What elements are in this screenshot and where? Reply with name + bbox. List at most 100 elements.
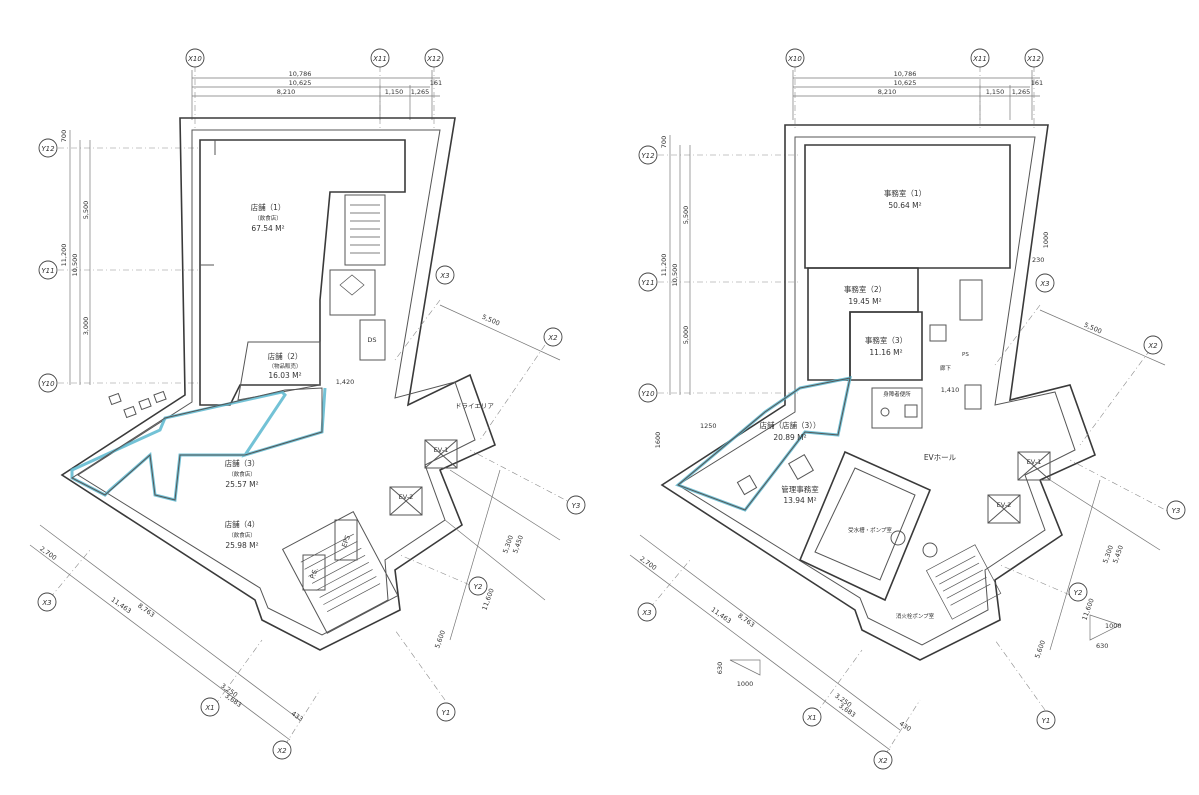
axis-label-y10: Y10	[41, 380, 55, 388]
mgr-office-area: 13.94 M²	[783, 496, 816, 505]
store-4-area: 25.98 M²	[225, 541, 258, 550]
r-axis-label-x11: X11	[972, 55, 987, 63]
r-dim-offset: 161	[1031, 79, 1043, 87]
office-2-name: 事務室（2）	[844, 284, 886, 294]
r-dim-inner-width: 10,625	[894, 79, 917, 87]
axis-label-y12: Y12	[41, 145, 55, 153]
mgr-office-name: 管理事務室	[781, 484, 819, 494]
r-dim-right-total: 11,600	[1080, 597, 1095, 621]
ev-hall-label: EVホール	[924, 453, 957, 462]
axis-bubble-x11	[370, 48, 390, 68]
r-dim-right-c: 1000	[1105, 622, 1122, 630]
r-dim-bottom-b: 3,683	[837, 702, 857, 719]
axis-label-x1b: X2	[276, 747, 287, 755]
ps-label: PS	[962, 352, 969, 358]
office-2-area: 19.45 M²	[848, 297, 881, 306]
r-axis-label-x2: X2	[1147, 342, 1158, 350]
store-3-area: 25.57 M²	[225, 480, 258, 489]
office-3-outline	[849, 311, 923, 381]
r-axis-bubble-y2	[1068, 582, 1088, 602]
left-pit-dim: 1,420	[336, 378, 355, 386]
right-top-dimensions: 10,786 10,625 8,210 1,150 1,265 161	[792, 70, 1043, 120]
axis-label-x3: X3	[439, 272, 449, 280]
r-dim-bottom-d: 630	[716, 662, 724, 674]
right-ev2-label: EV-2	[997, 501, 1012, 509]
dim-bottom-edge: 2,700	[38, 545, 58, 562]
store-1-outline	[199, 139, 406, 406]
dim-bay-1: 8,210	[277, 88, 296, 96]
right-diagonal-dimensions: 5,500 1000 230 5,300 5,450 11,600 5,600 …	[629, 232, 1166, 751]
axis-bubble-y2	[468, 576, 488, 596]
store-s3-highlight	[675, 376, 852, 512]
dim-left-offset: 700	[60, 130, 68, 142]
dim-left-total: 11,200	[60, 244, 68, 267]
dim-bottom-b: 3,683	[223, 692, 243, 709]
dim-left-upper: 5,500	[82, 201, 90, 220]
r-dim-left-upper: 5,500	[682, 206, 690, 225]
r-axis-label-y1: Y1	[1042, 717, 1051, 725]
r-axis-bubble-x10	[785, 48, 805, 68]
r-axis-bubble-y1	[1036, 710, 1056, 730]
r-axis-bubble-x2	[1143, 335, 1163, 355]
r-axis-bubble-x11	[970, 48, 990, 68]
axis-bubble-y1	[436, 702, 456, 722]
store-4-name: 店舗（4）	[225, 519, 260, 529]
r-axis-bubble-x0	[637, 602, 657, 622]
store-2-area: 16.03 M²	[268, 371, 301, 380]
r-axis-bubble-x3	[1035, 273, 1055, 293]
r-axis-label-y2: Y2	[1074, 589, 1083, 597]
r-axis-bubble-x1b	[873, 750, 893, 770]
office-1-outline	[804, 144, 1011, 269]
toilet-outline	[871, 387, 923, 429]
axis-bubble-y3	[566, 495, 586, 515]
r-axis-bubble-y11	[638, 272, 658, 292]
dim-offset: 161	[430, 79, 442, 87]
r-dim-left-a: 1600	[654, 432, 662, 449]
dim-left-inner: 10,500	[71, 254, 79, 277]
r-axis-label-y3: Y3	[1172, 507, 1181, 515]
dim-bottom-c: 433	[290, 710, 305, 724]
store-1-name: 店舗（1）	[251, 202, 286, 212]
r-axis-label-x3: X3	[1039, 280, 1049, 288]
axis-label-x11: X11	[372, 55, 387, 63]
r-dim-right-d: 630	[1096, 642, 1108, 650]
left-ev1-label: EV-1	[434, 446, 449, 454]
dim-left-lower: 3,000	[82, 317, 90, 336]
axis-label-y1: Y1	[442, 709, 451, 717]
hall-label: 廊下	[940, 364, 952, 372]
store-s3-area: 20.89 M²	[773, 433, 806, 442]
r-dim-left-total: 11,200	[660, 254, 668, 277]
r-axis-label-x10: X10	[787, 55, 802, 63]
right-outer-wall	[660, 124, 1097, 661]
store-1-use: （飲食店）	[254, 214, 282, 222]
axis-label-x2: X2	[547, 334, 558, 342]
left-dry-area-label: ドライエリア	[455, 402, 494, 410]
r-axis-bubble-y12	[638, 145, 658, 165]
r-dim-bottom-total: 11,463	[710, 606, 733, 626]
right-inner-wall	[677, 136, 1076, 646]
r-dim-left-b: 1250	[700, 422, 717, 430]
r-axis-bubble-y10	[638, 383, 658, 403]
axis-label-y2: Y2	[474, 583, 483, 591]
left-core: DS 1,420 EV-1 EV-2 EPS P.S. ドライエリア	[108, 194, 494, 634]
axis-bubble-y12	[38, 138, 58, 158]
axis-bubble-x2	[543, 327, 563, 347]
left-ds-label: DS	[367, 336, 376, 344]
r-dim-bay-2: 1,150	[986, 88, 1005, 96]
store-4-use: （飲食店）	[228, 531, 256, 539]
axis-bubble-x1b	[272, 740, 292, 760]
dim-bay-3: 1,265	[411, 88, 430, 96]
office-3-area: 11.16 M²	[869, 348, 902, 357]
store-s3-outline	[677, 377, 851, 511]
axis-label-y3: Y3	[572, 502, 581, 510]
store-3-name: 店舗（3）	[225, 458, 260, 468]
axis-label-x12: X12	[426, 55, 441, 63]
toilet-label: 身障者便所	[883, 390, 911, 398]
r-axis-label-y12: Y12	[641, 152, 655, 160]
right-side-grid-axes: Y12 Y11 Y10 11,200 10,500 5,500 5,000 70…	[638, 135, 800, 449]
r-axis-label-x12: X12	[1026, 55, 1041, 63]
left-ev2-label: EV-2	[399, 493, 414, 501]
r-dim-left-inner: 10,500	[671, 264, 679, 287]
right-top-grid-axes: X10 X11 X12	[785, 48, 1044, 130]
